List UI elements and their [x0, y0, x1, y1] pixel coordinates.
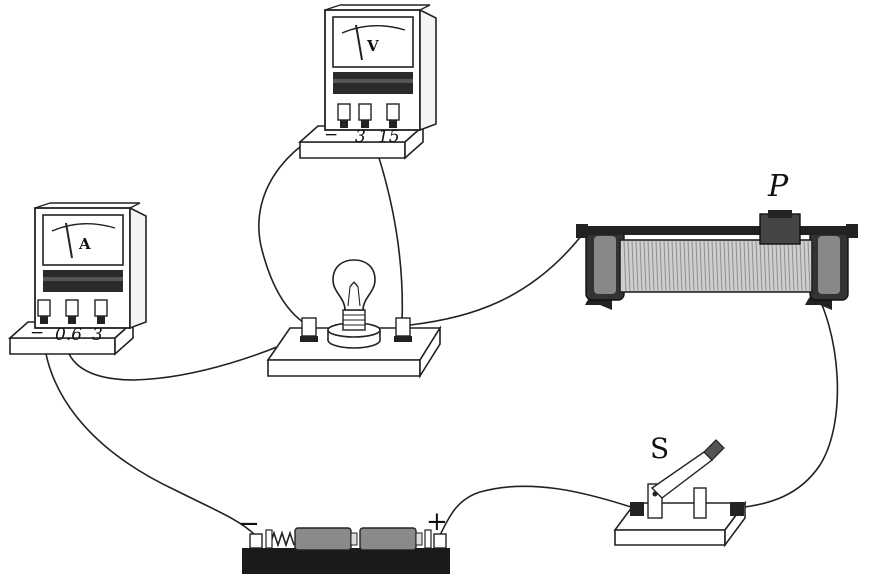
coil-winding: [743, 240, 747, 292]
battery-negative-sign: −: [238, 509, 260, 539]
coil-winding: [707, 240, 711, 292]
coil-winding: [755, 240, 759, 292]
coil-winding: [631, 240, 635, 292]
coil-winding: [747, 240, 751, 292]
coil-winding: [627, 240, 631, 292]
coil-winding: [647, 240, 651, 292]
coil-winding: [651, 240, 655, 292]
voltmeter-terminal-3: 3: [355, 127, 366, 147]
voltmeter-terminals: [337, 103, 400, 128]
coil-winding: [767, 240, 771, 292]
voltmeter-terminal-neg: −: [324, 125, 338, 145]
ammeter-terminal-3: 3: [92, 325, 103, 345]
switch-label: S: [650, 432, 669, 465]
rheostat-coil-windings: [623, 240, 811, 292]
coil-winding: [799, 240, 803, 292]
voltmeter-dial-symbol: V: [366, 37, 379, 55]
coil-winding: [751, 240, 755, 292]
ammeter-terminal-06: 0.6: [55, 325, 82, 345]
wire-bulb-right-to-rheostat: [409, 234, 583, 326]
bulb-assembly: [266, 259, 442, 379]
coil-winding: [783, 240, 787, 292]
coil-winding: [727, 240, 731, 292]
coil-winding: [699, 240, 703, 292]
coil-winding: [663, 240, 667, 292]
wire-switch-to-battery-positive: [439, 485, 635, 536]
rheostat: P: [576, 169, 858, 310]
bulb-terminals: [300, 317, 412, 342]
coil-winding: [683, 240, 687, 292]
coil-winding: [807, 240, 811, 292]
rheostat-slider: [759, 213, 801, 245]
coil-winding: [731, 240, 735, 292]
wire-rheostat-to-switch: [734, 284, 839, 509]
coil-winding: [715, 240, 719, 292]
coil-winding: [771, 240, 775, 292]
coil-winding: [803, 240, 807, 292]
coil-winding: [679, 240, 683, 292]
battery-cell-1: [294, 527, 352, 551]
battery-base: [242, 548, 450, 574]
battery-cell-2: [359, 527, 417, 551]
voltmeter-terminal-15: 15: [378, 127, 400, 147]
coil-winding: [779, 240, 783, 292]
coil-winding: [735, 240, 739, 292]
coil-winding: [667, 240, 671, 292]
coil-winding: [671, 240, 675, 292]
ammeter-terminals: [37, 299, 108, 324]
coil-winding: [643, 240, 647, 292]
rheostat-label: P: [767, 169, 789, 204]
coil-winding: [775, 240, 779, 292]
coil-winding: [791, 240, 795, 292]
wire-ammeter-neg-to-battery-negative: [42, 317, 256, 536]
bulb-glass: [332, 259, 376, 311]
coil-winding: [639, 240, 643, 292]
coil-winding: [711, 240, 715, 292]
coil-winding: [787, 240, 791, 292]
coil-winding: [703, 240, 707, 292]
coil-winding: [675, 240, 679, 292]
battery-positive-sign: +: [426, 507, 448, 537]
coil-winding: [723, 240, 727, 292]
coil-winding: [763, 240, 767, 292]
voltmeter: V − 3 15: [297, 4, 437, 160]
coil-winding: [635, 240, 639, 292]
coil-winding: [759, 240, 763, 292]
coil-winding: [739, 240, 743, 292]
coil-winding: [795, 240, 799, 292]
battery: − +: [238, 507, 450, 574]
coil-winding: [659, 240, 663, 292]
coil-winding: [655, 240, 659, 292]
coil-winding: [687, 240, 691, 292]
coil-winding: [623, 240, 627, 292]
ammeter-terminal-neg: −: [30, 323, 44, 343]
ammeter: A − 0.6 3: [7, 202, 147, 356]
switch: S: [613, 432, 747, 548]
coil-winding: [719, 240, 723, 292]
ammeter-dial-symbol: A: [78, 235, 91, 253]
coil-winding: [691, 240, 695, 292]
coil-winding: [695, 240, 699, 292]
